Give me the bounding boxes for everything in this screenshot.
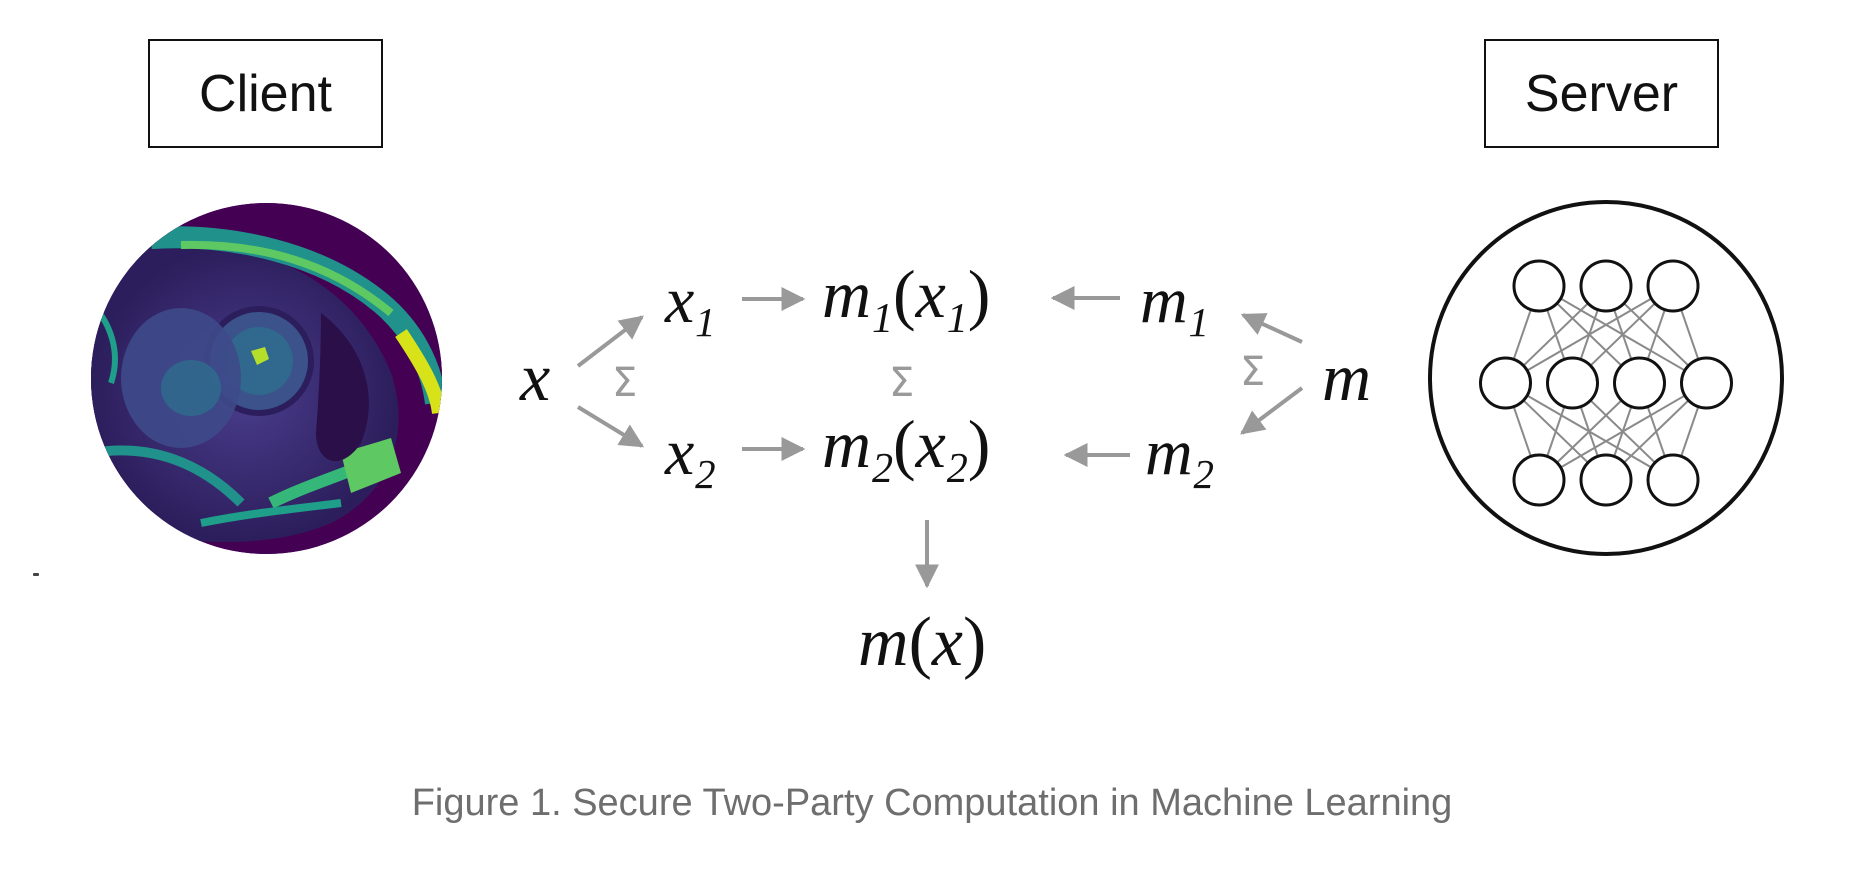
server-label-box: Server bbox=[1484, 39, 1719, 148]
sigma-symbol-middle: Σ bbox=[889, 360, 915, 406]
nn-nodes bbox=[1479, 259, 1733, 507]
nn-node bbox=[1512, 453, 1566, 507]
term-m2x2-m: m bbox=[822, 406, 872, 482]
nn-node bbox=[1579, 453, 1633, 507]
nn-node bbox=[1479, 356, 1532, 410]
cardiac-mri-image bbox=[91, 203, 442, 554]
arrow-m-to-m2 bbox=[1240, 386, 1304, 435]
term-x2-base: x bbox=[665, 416, 695, 489]
term-m: m bbox=[1322, 339, 1372, 415]
nn-edge bbox=[1504, 285, 1674, 384]
nn-node bbox=[1680, 356, 1733, 410]
term-m1x1-xsub: 1 bbox=[946, 294, 968, 342]
term-x2: x2 bbox=[665, 420, 716, 496]
term-m1x1-close: ) bbox=[967, 256, 991, 332]
term-mx-close: ) bbox=[962, 604, 987, 681]
term-m2x2-close: ) bbox=[967, 406, 991, 482]
term-x1-sub: 1 bbox=[695, 300, 716, 346]
term-m2-base: m bbox=[1145, 416, 1193, 489]
nn-node bbox=[1579, 259, 1633, 313]
term-m1x1-open: ( bbox=[893, 256, 916, 332]
client-label: Client bbox=[199, 64, 332, 123]
term-m1x1-m: m bbox=[822, 256, 872, 332]
nn-node bbox=[1646, 453, 1700, 507]
term-mx-x: x bbox=[931, 604, 963, 681]
server-label: Server bbox=[1524, 64, 1679, 123]
client-label-box: Client bbox=[148, 39, 383, 148]
term-m1x1-msub: 1 bbox=[871, 294, 894, 342]
term-m2-sub: 2 bbox=[1193, 452, 1214, 498]
sigma-symbol-left: Σ bbox=[612, 360, 638, 406]
term-m2-of-x2: m2(x2) bbox=[822, 410, 990, 489]
term-m1-base: m bbox=[1140, 264, 1188, 337]
nn-node bbox=[1512, 259, 1566, 313]
nn-node bbox=[1546, 356, 1599, 410]
nn-edge bbox=[1538, 382, 1708, 481]
term-m2: m2 bbox=[1145, 420, 1214, 496]
term-m2x2-xsub: 2 bbox=[946, 444, 968, 492]
term-m1-of-x1: m1(x1) bbox=[822, 260, 990, 339]
term-m-of-x: m(x) bbox=[858, 608, 986, 678]
term-x: x bbox=[520, 339, 551, 415]
term-mx-m: m bbox=[858, 604, 909, 681]
term-m2x2-msub: 2 bbox=[871, 444, 894, 492]
nn-node bbox=[1646, 259, 1700, 313]
nn-node bbox=[1613, 356, 1666, 410]
arrow-m-to-m1 bbox=[1240, 313, 1303, 344]
term-x2-sub: 2 bbox=[695, 452, 716, 498]
term-m1: m1 bbox=[1140, 268, 1209, 344]
term-m2x2-open: ( bbox=[893, 406, 916, 482]
term-m1x1-x: x bbox=[915, 256, 946, 332]
term-x1-base: x bbox=[665, 264, 695, 337]
term-m2x2-x: x bbox=[915, 406, 946, 482]
term-m1-sub: 1 bbox=[1188, 300, 1209, 346]
neural-network-icon bbox=[1428, 200, 1784, 556]
arrow-x-to-x2 bbox=[576, 405, 645, 448]
figure-caption: Figure 1. Secure Two-Party Computation i… bbox=[411, 782, 1453, 824]
term-mx-open: ( bbox=[908, 604, 932, 681]
sigma-symbol-right: Σ bbox=[1240, 349, 1266, 395]
artifact-speck bbox=[33, 573, 39, 576]
arrow-x-to-x1 bbox=[576, 315, 644, 368]
term-x1: x1 bbox=[665, 268, 716, 344]
